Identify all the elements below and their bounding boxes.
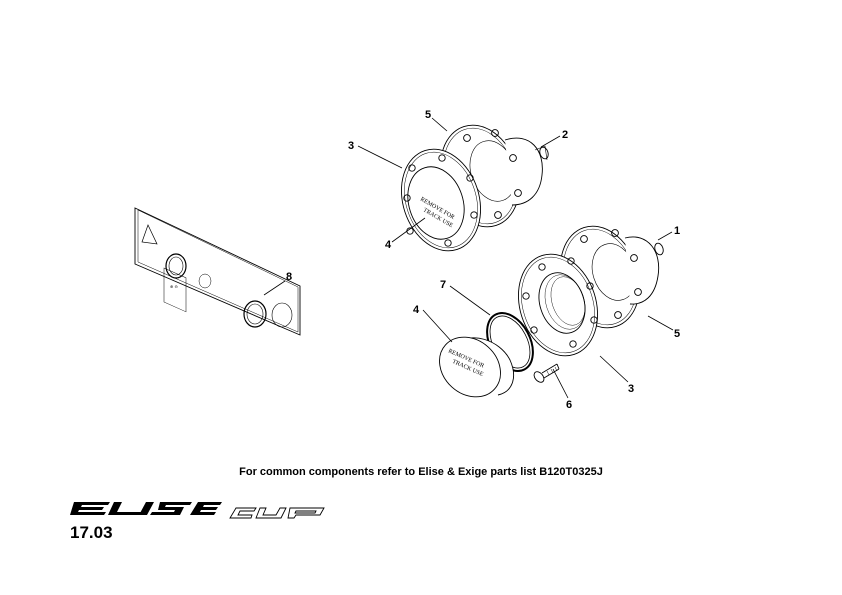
part-8-panel-plate: ⊕ ⊖ — [134, 207, 301, 336]
part-3-lower-threaded-ring — [517, 253, 599, 357]
callout-2: 2 — [562, 129, 568, 141]
page-number: 17.03 — [70, 523, 113, 542]
svg-text:⊕ ⊖: ⊕ ⊖ — [170, 284, 178, 289]
callout-3-upper: 3 — [348, 140, 354, 152]
elise-cup-logo — [70, 502, 325, 519]
callout-4-lower: 4 — [413, 304, 420, 316]
callout-8: 8 — [286, 271, 292, 283]
part-3-upper-ring-with-cap: REMOVE FOR TRACK USE — [400, 148, 482, 252]
callout-3-lower: 3 — [628, 383, 634, 395]
callout-4-upper: 4 — [385, 239, 392, 251]
callout-1: 1 — [674, 225, 680, 237]
callout-6: 6 — [566, 399, 572, 411]
callout-5-lower: 5 — [674, 328, 680, 340]
callout-5-upper: 5 — [425, 109, 431, 121]
part-4-lower-cap: REMOVE FOR TRACK USE — [439, 336, 514, 398]
leader-lines — [263, 117, 674, 399]
callout-7: 7 — [440, 279, 446, 291]
part-6-screw — [533, 363, 560, 383]
common-components-note: For common components refer to Elise & E… — [239, 466, 603, 478]
